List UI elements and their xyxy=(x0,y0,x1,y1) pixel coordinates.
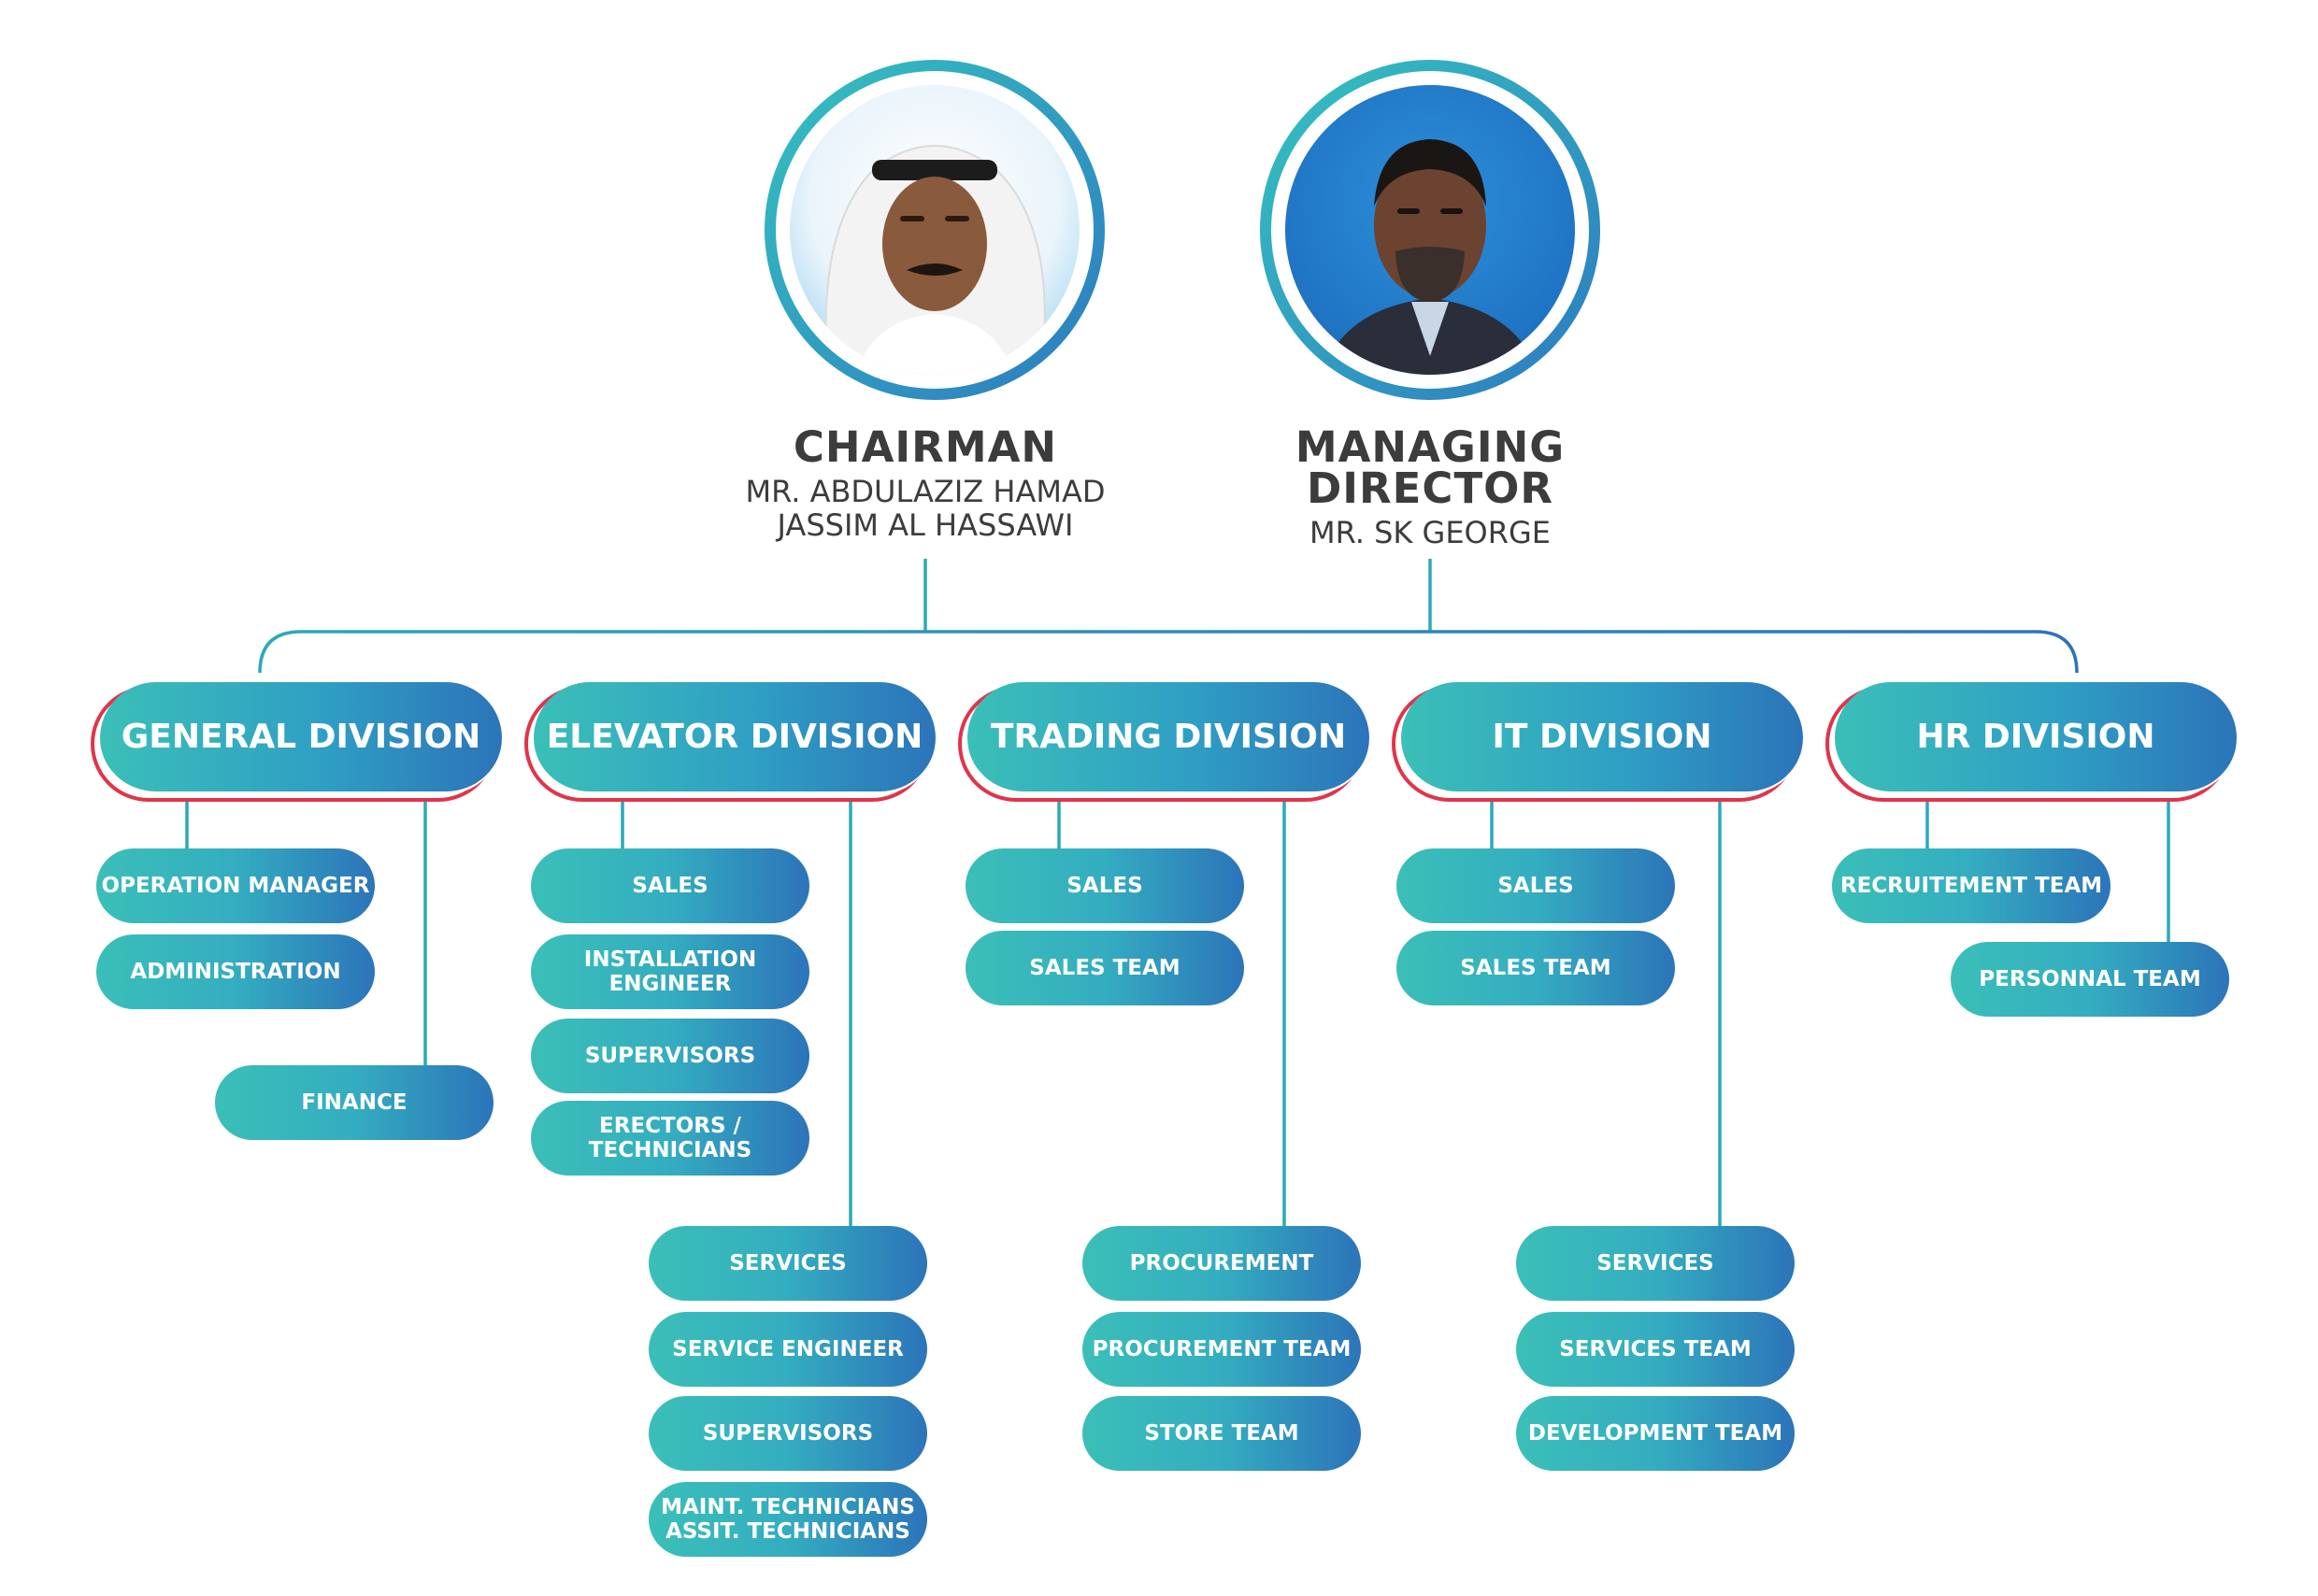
managing-director-photo-icon xyxy=(1323,139,1538,375)
it-services-team: SERVICES TEAM xyxy=(1516,1312,1795,1387)
elevator-service-engineer: SERVICE ENGINEER xyxy=(649,1312,927,1387)
division-general: GENERAL DIVISION xyxy=(91,682,502,802)
elevator-maint-technicians: MAINT. TECHNICIANS ASSIT. TECHNICIANS xyxy=(649,1482,927,1557)
general-finance: FINANCE xyxy=(215,1065,494,1140)
elevator-supervisors: SUPERVISORS xyxy=(531,1019,809,1093)
division-general-title: GENERAL DIVISION xyxy=(100,682,502,794)
elevator-erectors-technicians: ERECTORS / TECHNICIANS xyxy=(531,1101,809,1176)
it-sales: SALES xyxy=(1396,848,1675,923)
elevator-services: SERVICES xyxy=(649,1226,927,1301)
md-name: MR. SK GEORGE xyxy=(1309,515,1551,550)
division-it: IT DIVISION xyxy=(1392,682,1803,802)
chairman-portrait xyxy=(765,60,1105,400)
chairman-title: CHAIRMAN xyxy=(793,422,1058,472)
division-trading: TRADING DIVISION xyxy=(958,682,1369,802)
md-title-line1: MANAGING xyxy=(1295,422,1566,472)
hr-personnal-team: PERSONNAL TEAM xyxy=(1951,942,2229,1017)
general-administration: ADMINISTRATION xyxy=(96,934,375,1009)
division-elevator-title: ELEVATOR DIVISION xyxy=(534,682,936,794)
chairman-name-line2: JASSIM AL HASSAWI xyxy=(777,507,1074,543)
it-development-team: DEVELOPMENT TEAM xyxy=(1516,1396,1795,1471)
division-elevator: ELEVATOR DIVISION xyxy=(524,682,936,802)
general-operation-manager: OPERATION MANAGER xyxy=(96,848,375,923)
chairman-photo-icon xyxy=(824,145,1046,375)
trading-store-team: STORE TEAM xyxy=(1082,1396,1361,1471)
division-it-title: IT DIVISION xyxy=(1401,682,1803,794)
trading-sales: SALES xyxy=(966,848,1244,923)
chairman-name-line1: MR. ABDULAZIZ HAMAD xyxy=(745,474,1106,509)
elevator-sales: SALES xyxy=(531,848,809,923)
it-services: SERVICES xyxy=(1516,1226,1795,1301)
trading-sales-team: SALES TEAM xyxy=(966,931,1244,1005)
elevator-supervisors-services: SUPERVISORS xyxy=(649,1396,927,1471)
hr-recruitement-team: RECRUITEMENT TEAM xyxy=(1832,848,2111,923)
division-trading-title: TRADING DIVISION xyxy=(967,682,1369,794)
division-hr-title: HR DIVISION xyxy=(1835,682,2237,794)
trading-procurement: PROCUREMENT xyxy=(1082,1226,1361,1301)
trading-procurement-team: PROCUREMENT TEAM xyxy=(1082,1312,1361,1387)
it-sales-team: SALES TEAM xyxy=(1396,931,1675,1005)
md-title-line2: DIRECTOR xyxy=(1306,463,1554,513)
division-hr: HR DIVISION xyxy=(1825,682,2237,802)
managing-director-portrait xyxy=(1260,60,1600,400)
elevator-installation-engineer: INSTALLATION ENGINEER xyxy=(531,934,809,1009)
